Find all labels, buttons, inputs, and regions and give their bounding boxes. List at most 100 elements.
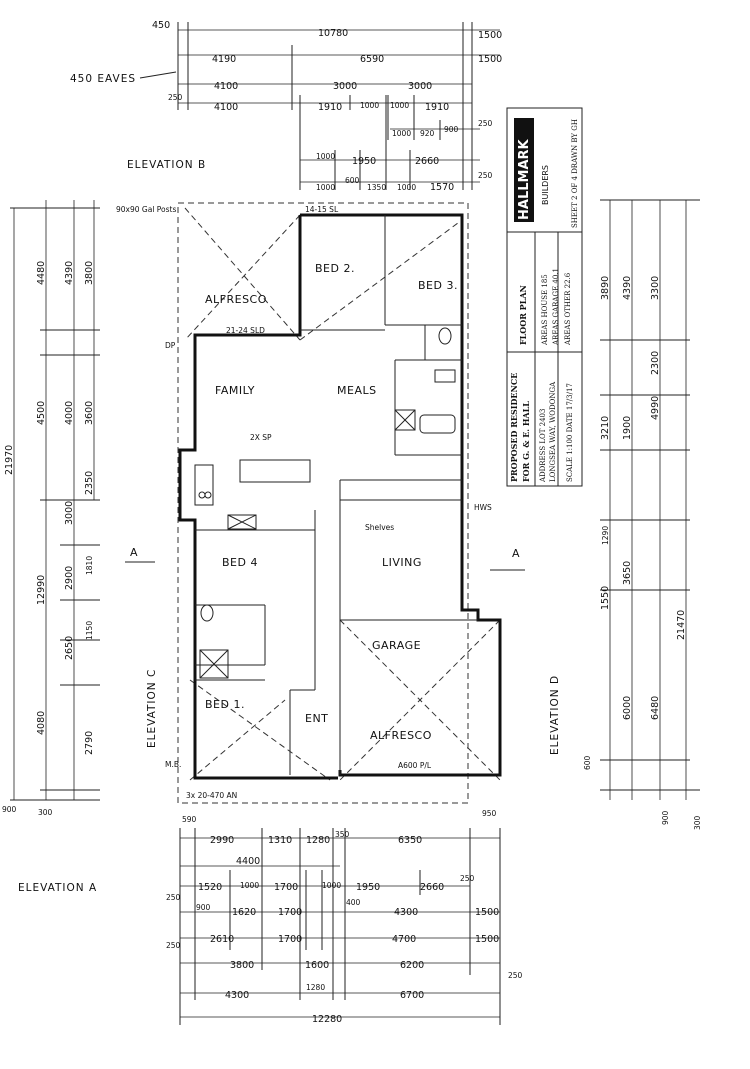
room-ent: ENT bbox=[305, 712, 328, 725]
dim-bottom-r3-c: 1620 bbox=[232, 907, 256, 918]
dim-bottom-r4-a: 250 bbox=[166, 941, 181, 950]
left-dimensions: 21970 4480 4390 3800 4500 4000 3600 1299… bbox=[2, 200, 100, 817]
dim-bottom-r5-a: 3800 bbox=[230, 960, 254, 971]
elevation-b-label: ELEVATION B bbox=[127, 159, 206, 171]
dim-left-2: 4390 bbox=[64, 261, 75, 285]
dim-right-7: 2300 bbox=[650, 351, 661, 375]
dim-left-6: 3600 bbox=[84, 401, 95, 425]
floor-plan: ALFRESCO BED 2. BED 3. FAMILY MEALS BED … bbox=[165, 202, 502, 804]
dim-bottom-r3-e: 400 bbox=[346, 898, 361, 907]
dim-top-r6-a: 1000 bbox=[316, 183, 335, 192]
dim-right-5: 3210 bbox=[600, 416, 611, 440]
areas-house: AREAS HOUSE 185 bbox=[541, 274, 549, 346]
dim-top-r2-c: 3000 bbox=[408, 81, 432, 92]
dim-bottom-r5-d: 250 bbox=[508, 971, 523, 980]
dim-left-8: 3000 bbox=[64, 501, 75, 525]
dim-bottom-r4-d: 4700 bbox=[392, 934, 416, 945]
dim-bottom-r0-c: 1310 bbox=[268, 835, 292, 846]
dim-bottom-r2-b: 1000 bbox=[240, 881, 259, 890]
dim-top-r6-d: 1000 bbox=[397, 183, 416, 192]
section-mark-right: A bbox=[512, 547, 520, 560]
dim-top-r2-b: 3000 bbox=[333, 81, 357, 92]
dim-left-total: 21970 bbox=[4, 445, 15, 475]
dim-bottom-r3-a: 250 bbox=[166, 893, 181, 902]
dim-right-1: 4990 bbox=[650, 396, 661, 420]
dim-left-16: 300 bbox=[38, 808, 53, 817]
sheet-number: SHEET 2 OF 4 DRAWN BY GH bbox=[571, 119, 579, 228]
dim-bottom-r3-d: 1700 bbox=[278, 907, 302, 918]
dim-bottom-r3-g: 1500 bbox=[475, 907, 499, 918]
dim-left-9: 2350 bbox=[84, 471, 95, 495]
elevation-a-label: ELEVATION A bbox=[18, 882, 97, 894]
dim-bottom-r4-b: 2610 bbox=[210, 934, 234, 945]
dim-left-14: 4080 bbox=[36, 711, 47, 735]
dim-left-7: 12990 bbox=[36, 575, 47, 605]
dim-top-r0-b: 10780 bbox=[318, 28, 348, 39]
dim-left-11: 1810 bbox=[85, 556, 94, 575]
dim-bottom-r2-c: 1700 bbox=[274, 882, 298, 893]
title-block: HALLMARK BUILDERS FLOOR PLAN AREAS HOUSE… bbox=[506, 107, 583, 487]
dim-bottom-r0-d: 1280 bbox=[306, 835, 330, 846]
dim-bottom-r3-f: 4300 bbox=[394, 907, 418, 918]
dim-right-14: 900 bbox=[661, 810, 670, 825]
dim-top-r3-c: 1910 bbox=[318, 102, 342, 113]
room-meals: MEALS bbox=[337, 384, 377, 397]
dim-left-12: 2650 bbox=[64, 636, 75, 660]
dim-top-r4-c: 900 bbox=[444, 125, 459, 134]
dim-top-r3-f: 1910 bbox=[425, 102, 449, 113]
dim-top-r6-e: 1570 bbox=[430, 182, 454, 193]
dim-bottom-r4-e: 1500 bbox=[475, 934, 499, 945]
dim-right-11: 6480 bbox=[650, 696, 661, 720]
note-window-top: 14-15 SL bbox=[305, 205, 339, 214]
dim-top-r1-a: 4190 bbox=[212, 54, 236, 65]
dim-bottom-r5-b: 1600 bbox=[305, 960, 329, 971]
dim-left-15: 2790 bbox=[84, 731, 95, 755]
dim-bottom-r2-e: 1950 bbox=[356, 882, 380, 893]
dim-bottom-r0-f: 6350 bbox=[398, 835, 422, 846]
dim-left-1: 4480 bbox=[36, 261, 47, 285]
dim-bottom-r6-c: 6700 bbox=[400, 990, 424, 1001]
dim-right-13: 600 bbox=[583, 755, 592, 770]
dim-bottom-r0-g: 950 bbox=[482, 809, 497, 818]
project-line-1: PROPOSED RESIDENCE bbox=[509, 373, 519, 482]
room-living: LIVING bbox=[382, 556, 422, 569]
note-plasterline: A600 P/L bbox=[398, 761, 432, 770]
room-alfresco-front: ALFRESCO bbox=[370, 729, 432, 742]
dim-bottom-r4-c: 1700 bbox=[278, 934, 302, 945]
dim-top-r0-a: 450 bbox=[152, 20, 170, 31]
elevation-d-label: ELEVATION D bbox=[549, 675, 561, 755]
dim-top-r5-b: 1950 bbox=[352, 156, 376, 167]
dim-top-r4-a: 1000 bbox=[392, 129, 411, 138]
dim-top-r2-a: 4100 bbox=[214, 81, 238, 92]
elevation-c-label: ELEVATION C bbox=[146, 669, 158, 748]
dim-top-r3-a: 250 bbox=[168, 93, 183, 102]
room-garage: GARAGE bbox=[372, 639, 421, 652]
dim-bottom-r6-b: 1280 bbox=[306, 983, 325, 992]
brand-logo: HALLMARK bbox=[517, 138, 532, 220]
dim-top-r6-b: 600 bbox=[345, 176, 360, 185]
top-dimensions: 450 10780 1500 4190 6590 1500 4100 3000 … bbox=[152, 20, 502, 193]
dim-top-r5-a: 1000 bbox=[316, 152, 335, 161]
note-shelves: Shelves bbox=[365, 523, 394, 532]
dim-right-9: 1550 bbox=[600, 586, 611, 610]
dim-left-3: 3800 bbox=[84, 261, 95, 285]
dim-top-r1-c: 1500 bbox=[478, 54, 502, 65]
dim-bottom-r0-b: 2990 bbox=[210, 835, 234, 846]
dim-right-10: 1290 bbox=[601, 526, 610, 545]
room-bed-3: BED 3. bbox=[418, 279, 458, 292]
right-dimensions: 21470 4990 4390 3890 3300 3210 1900 2300… bbox=[583, 199, 702, 830]
dim-bottom-r1-a: 4400 bbox=[236, 856, 260, 867]
posts-note: 90x90 Gal Posts bbox=[116, 205, 176, 214]
project-line-2: FOR G. & E. HALL bbox=[521, 401, 531, 482]
dim-bottom-r5-c: 6200 bbox=[400, 960, 424, 971]
bottom-dimensions: 590 2990 1310 1280 350 6350 950 4400 152… bbox=[166, 809, 523, 1025]
dim-top-r5-c: 2660 bbox=[415, 156, 439, 167]
room-family: FAMILY bbox=[215, 384, 255, 397]
dim-top-r0-c: 1500 bbox=[478, 30, 502, 41]
dim-bottom-r3-b: 900 bbox=[196, 903, 211, 912]
note-hot-water: HWS bbox=[474, 503, 492, 512]
room-bed-2: BED 2. bbox=[315, 262, 355, 275]
dim-bottom-r2-g: 250 bbox=[460, 874, 475, 883]
dim-right-15: 300 bbox=[693, 815, 702, 830]
